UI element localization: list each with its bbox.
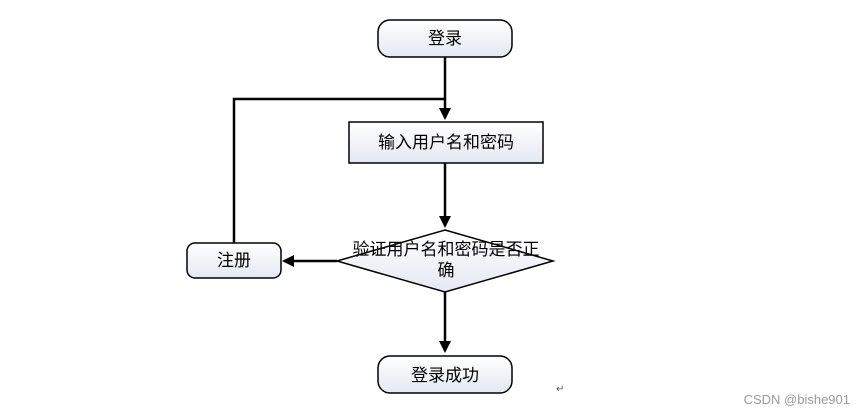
node-success-label: 登录成功: [411, 366, 479, 386]
node-login-label: 登录: [428, 29, 462, 49]
node-verify-label-line1: 验证用户名和密码是否正: [353, 240, 540, 260]
node-input-label: 输入用户名和密码: [378, 133, 514, 153]
node-verify-label-line2: 确: [438, 261, 455, 281]
node-login: 登录: [377, 19, 513, 58]
node-success: 登录成功: [377, 355, 513, 394]
node-register: 注册: [186, 242, 282, 279]
edge-register-loop-to-input: [232, 97, 445, 243]
node-verify-decision: 验证用户名和密码是否正 确: [334, 229, 556, 293]
node-register-label: 注册: [217, 251, 251, 271]
paragraph-mark: ↵: [556, 384, 565, 395]
watermark: CSDN @bishe901: [743, 392, 850, 407]
node-input: 输入用户名和密码: [348, 121, 544, 164]
